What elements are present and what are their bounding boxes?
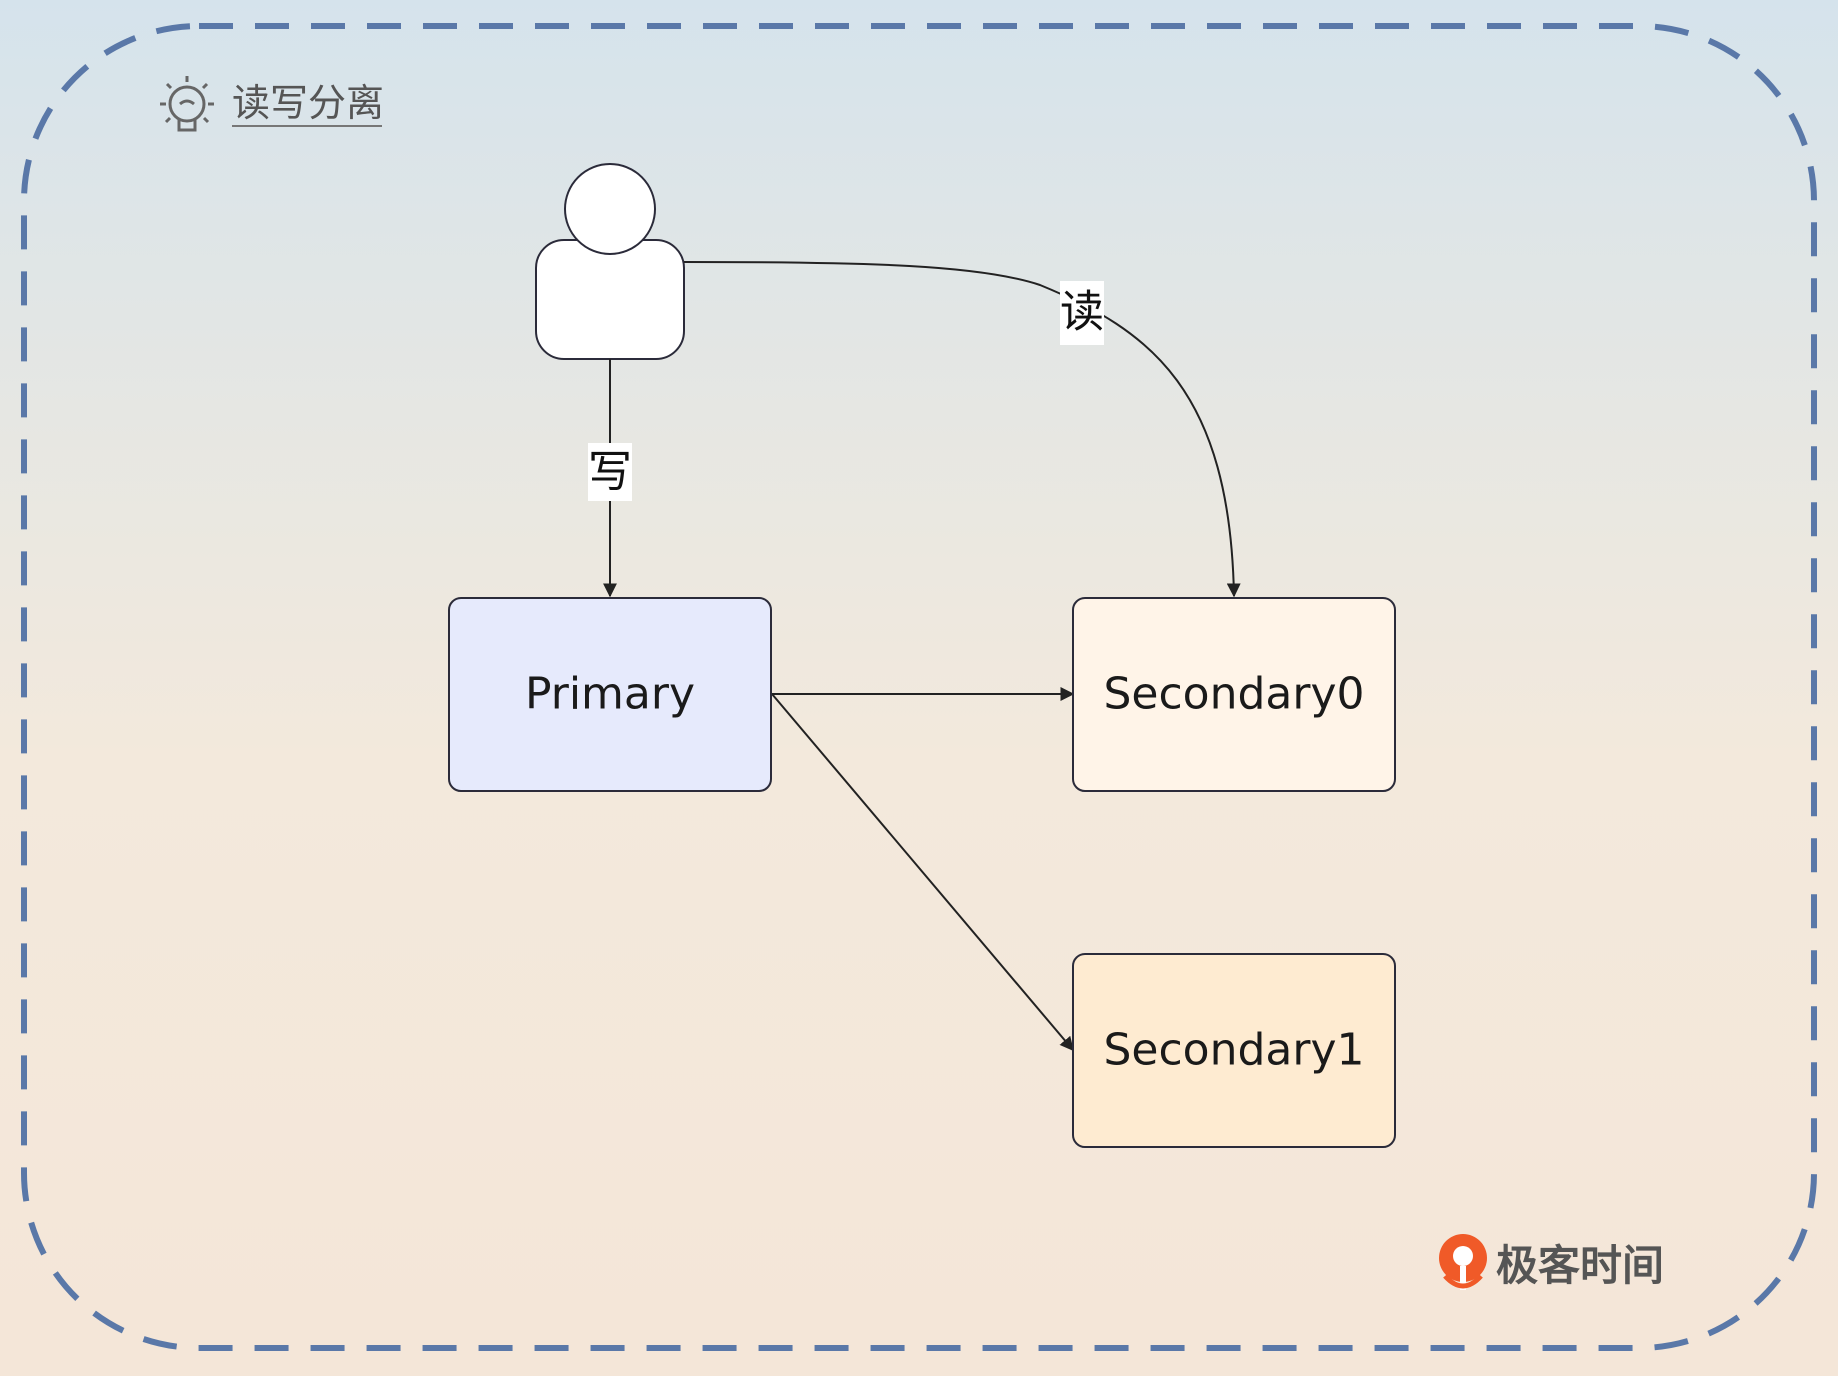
write-label-text: 写 bbox=[588, 447, 632, 498]
read-edge-label: 读 bbox=[1060, 281, 1104, 345]
brand-name: 极客时间 bbox=[1496, 1241, 1664, 1290]
secondary1-label: Secondary1 bbox=[1103, 1025, 1364, 1076]
primary-label: Primary bbox=[525, 669, 695, 720]
read-label-text: 读 bbox=[1060, 287, 1104, 338]
lightbulb-icon bbox=[160, 76, 214, 132]
secondary0-label: Secondary0 bbox=[1103, 669, 1364, 720]
geektime-logo-icon bbox=[1439, 1234, 1487, 1290]
replication-edge-secondary1 bbox=[771, 693, 1074, 1052]
secondary0-node: Secondary0 bbox=[1072, 597, 1396, 792]
diagram-title: 读写分离 bbox=[232, 81, 384, 125]
secondary1-node: Secondary1 bbox=[1072, 953, 1396, 1148]
user-actor-icon bbox=[535, 163, 685, 360]
dashed-frame bbox=[21, 23, 1817, 1351]
write-edge-label: 写 bbox=[588, 443, 632, 501]
read-edge bbox=[683, 261, 1241, 598]
primary-node: Primary bbox=[448, 597, 772, 792]
